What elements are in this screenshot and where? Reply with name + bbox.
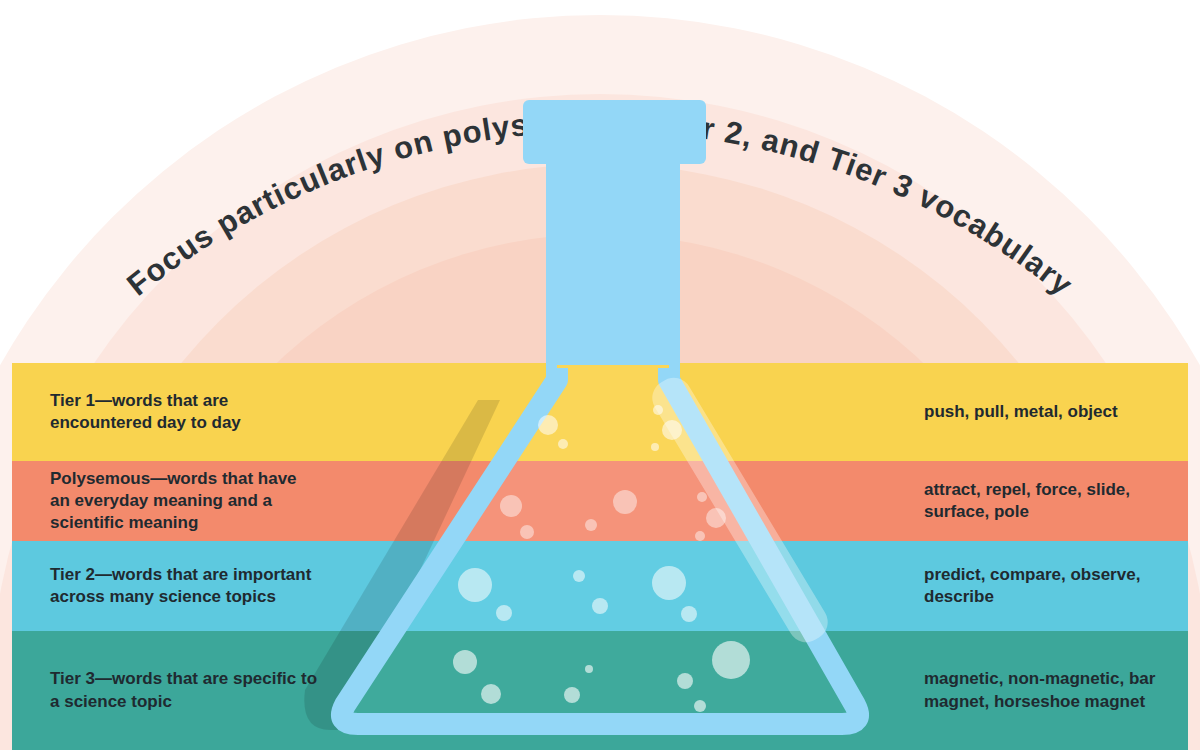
example-words: predict, compare, observe, describe <box>924 564 1182 608</box>
example-words: magnetic, non-magnetic, bar magnet, hors… <box>924 668 1182 712</box>
example-words: push, pull, metal, object <box>924 401 1182 423</box>
flask-neck <box>546 150 680 372</box>
tier-description: Polysemous—words that have an everyday m… <box>50 468 320 534</box>
flask-highlight <box>646 371 835 649</box>
flask-body <box>342 368 858 724</box>
flask-liquid <box>300 363 900 750</box>
tier-description: Tier 1—words that are encountered day to… <box>50 390 320 434</box>
arch-ring <box>0 94 1200 750</box>
tier-description: Tier 3—words that are specific to a scie… <box>50 668 320 712</box>
example-words: attract, repel, force, slide, surface, p… <box>924 479 1182 523</box>
arch-ring <box>0 15 1200 750</box>
flask-cap <box>523 100 706 164</box>
bubbles <box>453 405 750 712</box>
tier-description: Tier 2—words that are important across m… <box>50 564 320 608</box>
